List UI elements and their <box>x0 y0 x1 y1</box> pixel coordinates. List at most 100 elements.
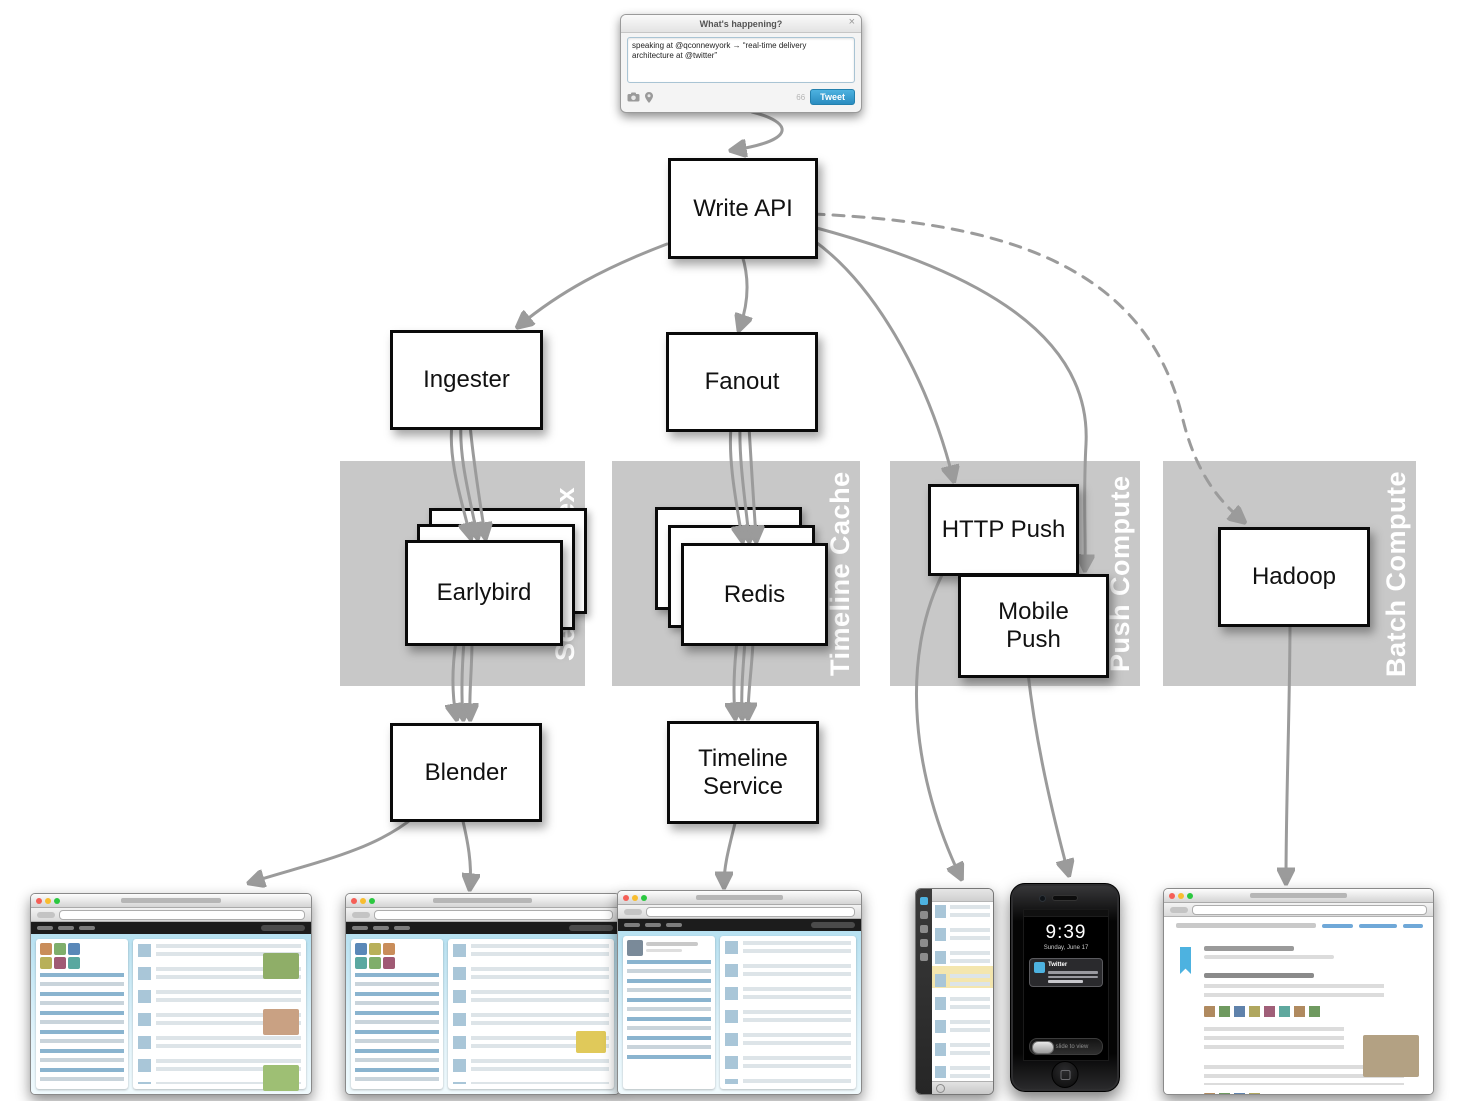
twitter-bird-icon[interactable] <box>920 897 928 905</box>
minimize-window-button[interactable] <box>360 897 366 904</box>
browser-window-2 <box>345 893 620 1095</box>
search-icon[interactable] <box>920 953 928 961</box>
home-button[interactable] <box>1051 1061 1079 1088</box>
node-timeline-service-label: Timeline Service <box>698 744 788 800</box>
back-forward-buttons[interactable] <box>37 911 55 918</box>
browser-3-titlebar[interactable] <box>618 891 861 905</box>
who-to-follow-avatars <box>355 943 439 969</box>
sidebar-links-placeholder <box>40 973 124 1083</box>
zoom-window-button[interactable] <box>1187 892 1193 899</box>
browser-window-1 <box>30 893 312 1095</box>
nav-item[interactable] <box>666 923 682 927</box>
window-title-placeholder <box>1250 893 1347 898</box>
close-window-button[interactable] <box>36 897 42 904</box>
arrow-compose-to-write-api <box>734 110 784 150</box>
iphone-lock-screen: 9:39 Sunday, June 17 Twitter slide to vi… <box>1023 909 1109 1061</box>
nav-search-field[interactable] <box>569 925 613 931</box>
arrow-blender-to-browser-2 <box>460 815 471 886</box>
back-forward-buttons[interactable] <box>624 908 642 915</box>
nav-search-field[interactable] <box>811 922 855 928</box>
location-pin-icon[interactable] <box>645 91 653 103</box>
story-text-placeholder <box>1204 1065 1404 1085</box>
profile-card-panel <box>623 936 715 1089</box>
back-forward-buttons[interactable] <box>1170 906 1188 913</box>
mentions-icon[interactable] <box>920 925 928 933</box>
bookmark-ribbon-icon <box>1180 947 1191 974</box>
tweet-button[interactable]: Tweet <box>810 89 855 105</box>
camera-icon[interactable] <box>627 92 640 102</box>
iphone-device: 9:39 Sunday, June 17 Twitter slide to vi… <box>1010 883 1120 1092</box>
minimize-window-button[interactable] <box>45 897 51 904</box>
nav-item[interactable] <box>37 926 53 930</box>
notification-link-placeholder <box>1048 980 1083 983</box>
nav-item[interactable] <box>624 923 640 927</box>
twitter-nav-bar <box>346 922 619 934</box>
minimize-window-button[interactable] <box>632 894 638 901</box>
region-batch-compute-label: Batch Compute <box>1381 470 1411 677</box>
back-forward-buttons[interactable] <box>352 911 370 918</box>
nav-item[interactable] <box>58 926 74 930</box>
slider-knob[interactable] <box>1032 1041 1054 1054</box>
compose-footer: 66 Tweet <box>627 83 855 107</box>
window-title-placeholder <box>695 895 784 900</box>
home-button-glyph <box>1060 1069 1070 1080</box>
close-window-button[interactable] <box>623 894 629 901</box>
slide-to-view-slider[interactable]: slide to view <box>1029 1038 1103 1055</box>
close-window-button[interactable] <box>351 897 357 904</box>
arrow-blender-to-browser-1 <box>252 815 416 882</box>
address-bar[interactable] <box>1192 904 1427 915</box>
link-placeholder[interactable] <box>1321 923 1354 928</box>
tweet-text-input[interactable]: speaking at @qconnewyork → “real-time de… <box>627 37 855 83</box>
node-hadoop: Hadoop <box>1218 527 1370 627</box>
browser-4-titlebar[interactable] <box>1164 889 1433 903</box>
search-icon[interactable] <box>936 1083 945 1093</box>
tweets-feed-panel <box>720 936 856 1089</box>
arrow-mobile-push-to-iphone <box>1026 671 1068 872</box>
stories-panel <box>133 939 306 1091</box>
zoom-window-button[interactable] <box>54 897 60 904</box>
nav-item[interactable] <box>394 926 410 930</box>
nav-item[interactable] <box>373 926 389 930</box>
earpiece <box>1052 895 1078 901</box>
compose-titlebar[interactable]: What's happening? × <box>621 15 861 33</box>
link-placeholder[interactable] <box>1359 923 1397 928</box>
twitter-mac-app-window <box>915 888 994 1095</box>
minimize-window-button[interactable] <box>1178 892 1184 899</box>
browser-2-toolbar <box>346 908 619 922</box>
zoom-window-button[interactable] <box>641 894 647 901</box>
zoom-window-button[interactable] <box>369 897 375 904</box>
feed-text-placeholder <box>743 941 851 1084</box>
messages-icon[interactable] <box>920 939 928 947</box>
close-window-button[interactable] <box>1169 892 1175 899</box>
home-icon[interactable] <box>920 911 928 919</box>
profile-name-placeholder <box>646 942 698 946</box>
nav-item[interactable] <box>352 926 368 930</box>
nav-search-field[interactable] <box>261 925 305 931</box>
address-bar[interactable] <box>646 906 855 917</box>
browser-1-toolbar <box>31 908 311 922</box>
notification-text-placeholder <box>1048 975 1098 978</box>
status-bar <box>1024 910 1108 917</box>
browser-2-titlebar[interactable] <box>346 894 619 908</box>
notification-text-placeholder <box>1048 971 1098 974</box>
tweeter-avatar-row <box>1204 1093 1264 1094</box>
profile-handle-placeholder <box>646 949 682 952</box>
link-placeholder[interactable] <box>1402 923 1424 928</box>
close-icon[interactable]: × <box>848 16 855 28</box>
story-photo-thumbnail <box>1363 1035 1419 1077</box>
sidebar-links-placeholder <box>355 973 439 1083</box>
arrow-write-api-to-http-push <box>811 238 953 478</box>
nav-item[interactable] <box>645 923 661 927</box>
nav-item[interactable] <box>79 926 95 930</box>
node-earlybird: Earlybird <box>405 540 563 646</box>
sidebar-links-placeholder <box>627 960 711 1064</box>
address-bar[interactable] <box>374 909 613 920</box>
feed-text-placeholder <box>950 905 990 1078</box>
photo-thumbnail <box>263 1065 299 1091</box>
browser-1-titlebar[interactable] <box>31 894 311 908</box>
push-notification[interactable]: Twitter <box>1029 958 1103 987</box>
lock-screen-date: Sunday, June 17 <box>1043 945 1089 951</box>
node-mobile-push: Mobile Push <box>958 574 1109 678</box>
address-bar[interactable] <box>59 909 305 920</box>
